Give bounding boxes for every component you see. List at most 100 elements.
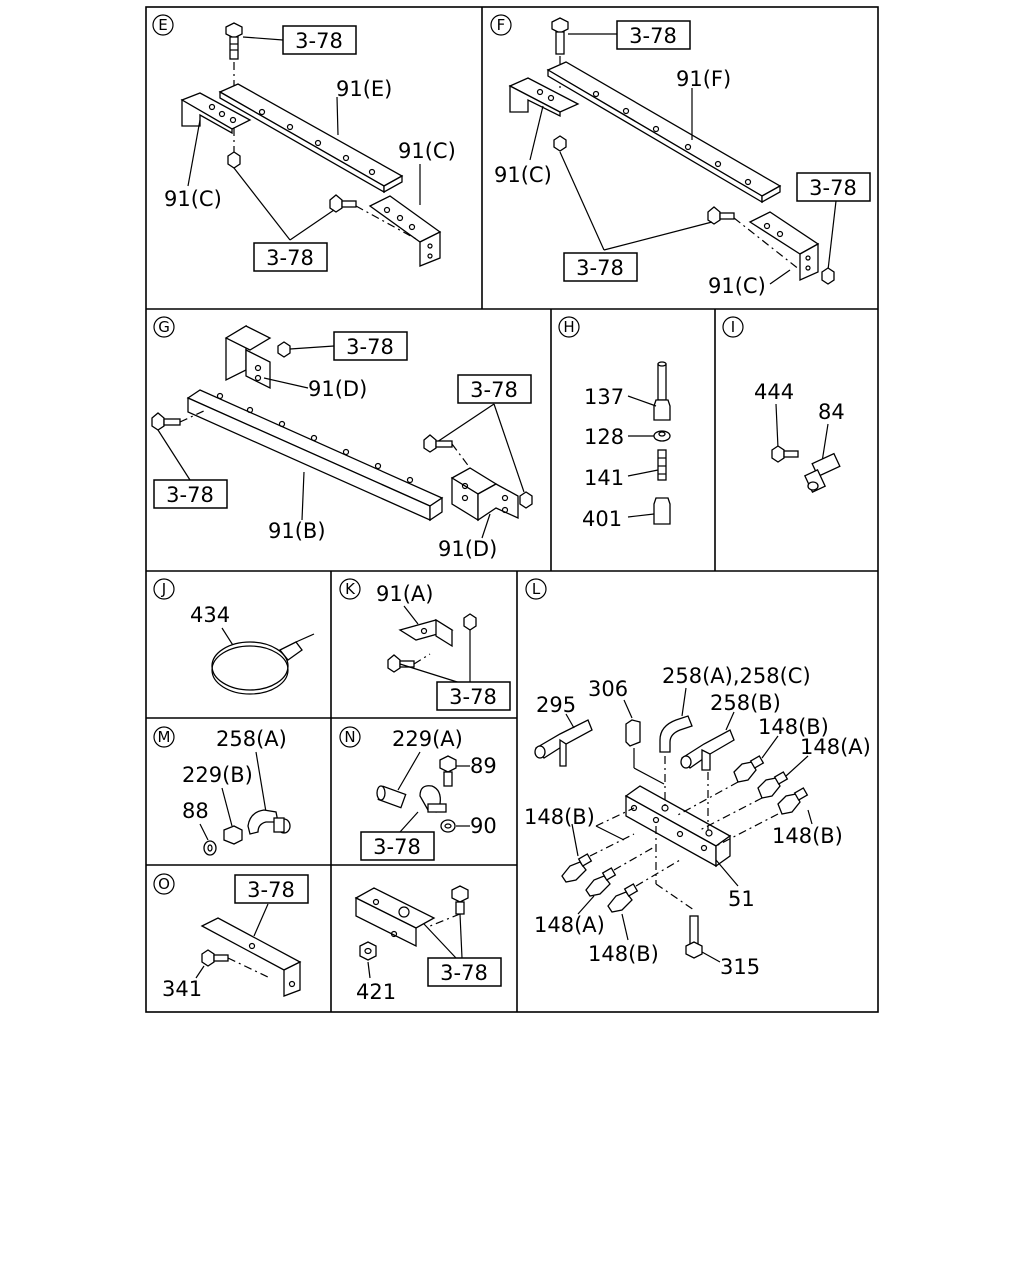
- svg-text:90: 90: [470, 814, 497, 838]
- nut-icon: [277, 341, 291, 358]
- svg-text:3-78: 3-78: [576, 256, 624, 280]
- cap-229a-icon: [376, 785, 407, 809]
- svg-text:341: 341: [162, 977, 202, 1001]
- section-k: K 91(A) 3-78: [339, 578, 511, 711]
- svg-text:91(A): 91(A): [376, 582, 433, 606]
- nipple-148b: [561, 853, 593, 883]
- svg-text:3-78: 3-78: [346, 335, 394, 359]
- ref-box: [234, 874, 309, 904]
- tee-fitting-icon: [803, 452, 841, 493]
- nipple-148b: [607, 883, 639, 913]
- section-o: O 3-78 341: [153, 873, 309, 1001]
- ref-box: [796, 172, 871, 202]
- fitting-icon: [653, 399, 671, 421]
- svg-text:148(B): 148(B): [524, 805, 595, 829]
- ref-box: [457, 374, 532, 404]
- svg-text:229(B): 229(B): [182, 763, 253, 787]
- svg-text:128: 128: [584, 425, 624, 449]
- ref-box: [153, 479, 228, 509]
- bracket-icon: [354, 887, 436, 948]
- bracket-icon: [200, 917, 302, 997]
- nut-icon: [227, 151, 241, 169]
- svg-text:3-78: 3-78: [809, 176, 857, 200]
- svg-text:O: O: [158, 875, 170, 893]
- elbow-258a: [247, 809, 291, 835]
- bracket-91c-right: [748, 211, 820, 282]
- bolt-89: [439, 755, 457, 787]
- nut-icon: [440, 819, 456, 833]
- svg-text:141: 141: [584, 466, 624, 490]
- svg-text:148(A): 148(A): [534, 913, 605, 937]
- svg-text:3-78: 3-78: [440, 961, 488, 985]
- nipple-148b: [777, 787, 809, 815]
- svg-text:84: 84: [818, 400, 845, 424]
- svg-text:91(C): 91(C): [708, 274, 766, 298]
- svg-text:91(D): 91(D): [308, 377, 367, 401]
- bracket-91c-left: [180, 92, 252, 135]
- svg-text:3-78: 3-78: [373, 835, 421, 859]
- svg-text:91(D): 91(D): [438, 537, 497, 561]
- svg-text:91(B): 91(B): [268, 519, 326, 543]
- rail-91b: [186, 389, 444, 522]
- svg-text:M: M: [158, 728, 171, 746]
- plug-306: [625, 719, 641, 747]
- bolt-341: [201, 949, 229, 967]
- frame-grid: [145, 6, 879, 1013]
- bracket-91a: [398, 618, 454, 648]
- section-p: 3-78 421: [354, 885, 502, 1004]
- bracket-91d-right: [450, 467, 519, 522]
- svg-text:G: G: [158, 318, 170, 336]
- elbow-258a: [659, 715, 693, 753]
- svg-text:91(C): 91(C): [494, 163, 552, 187]
- svg-text:148(B): 148(B): [588, 942, 659, 966]
- svg-text:315: 315: [720, 955, 760, 979]
- nut-icon: [519, 491, 533, 509]
- svg-text:137: 137: [584, 385, 624, 409]
- bolt-315: [685, 915, 703, 959]
- washer-icon: [203, 840, 217, 856]
- svg-text:421: 421: [356, 980, 396, 1004]
- section-f: F 3-78 91(F) 91(C): [490, 14, 871, 298]
- nipple-148b: [733, 755, 765, 783]
- bolt-icon: [707, 206, 735, 225]
- nut-icon: [463, 613, 477, 631]
- svg-text:51: 51: [728, 887, 755, 911]
- svg-text:89: 89: [470, 754, 497, 778]
- svg-text:148(B): 148(B): [758, 715, 829, 739]
- svg-text:H: H: [563, 318, 574, 336]
- svg-text:258(A): 258(A): [216, 727, 287, 751]
- bolt-icon: [551, 17, 569, 55]
- bolt-icon: [225, 22, 243, 60]
- svg-text:L: L: [532, 580, 541, 598]
- svg-text:258(A),258(C): 258(A),258(C): [662, 664, 811, 688]
- svg-text:91(E): 91(E): [336, 77, 392, 101]
- bolt-icon: [451, 885, 469, 915]
- coupler-icon: [653, 497, 671, 525]
- section-m: M 258(A) 229(B) 88: [153, 726, 291, 856]
- nut-icon: [821, 267, 835, 285]
- rail-91f: [546, 61, 782, 204]
- svg-text:J: J: [161, 580, 166, 598]
- section-g: G 3-78 91(D) 3-78 91(B): [151, 316, 533, 561]
- ref-box: [616, 20, 691, 50]
- bolt-icon: [387, 654, 415, 673]
- svg-text:434: 434: [190, 603, 230, 627]
- tee-258b: [680, 729, 735, 771]
- nut-421: [359, 941, 377, 961]
- svg-text:295: 295: [536, 693, 576, 717]
- svg-text:3-78: 3-78: [266, 246, 314, 270]
- svg-text:I: I: [731, 318, 735, 336]
- svg-text:F: F: [497, 16, 506, 34]
- bolt-icon: [151, 412, 181, 431]
- svg-text:401: 401: [582, 507, 622, 531]
- ref-box: [333, 331, 408, 361]
- bracket-91c-left: [508, 77, 580, 118]
- svg-text:91(C): 91(C): [164, 187, 222, 211]
- svg-text:3-78: 3-78: [629, 24, 677, 48]
- bracket-91d-top: [224, 324, 272, 390]
- svg-text:148(A): 148(A): [800, 735, 871, 759]
- nipple-148a: [585, 867, 617, 897]
- ref-box: [360, 831, 435, 861]
- section-h: H 137 128 141 401: [558, 316, 671, 531]
